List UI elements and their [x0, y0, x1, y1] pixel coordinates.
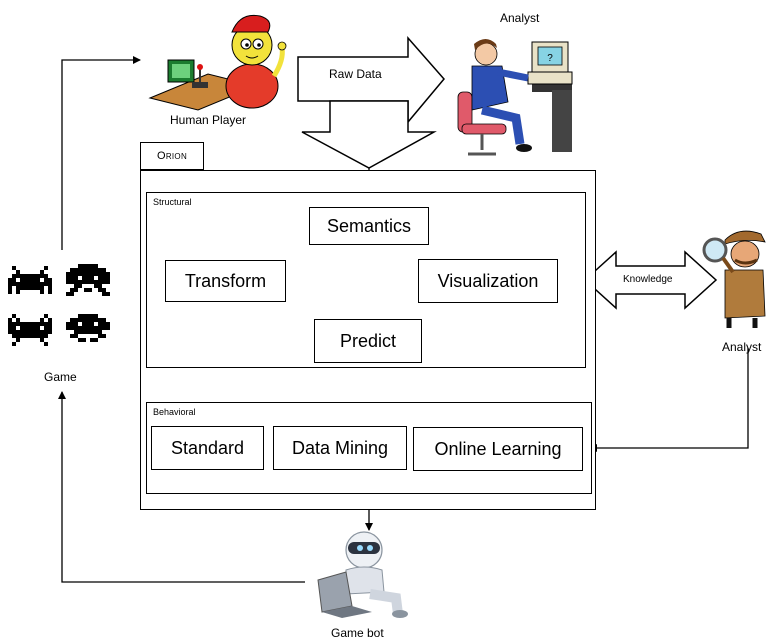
raw-data-label: Raw Data [329, 67, 382, 81]
standard-node: Standard [151, 426, 264, 470]
bot-to-game-line [58, 391, 305, 583]
game-bot-label: Game bot [331, 626, 384, 640]
data-mining-node: Data Mining [273, 426, 407, 470]
raw-data-down-arrow [301, 100, 437, 169]
space-invaders-icon [8, 264, 110, 346]
knowledge-arrow [583, 250, 718, 310]
online-learning-node: Online Learning [413, 427, 583, 471]
transform-node: Transform [165, 260, 286, 302]
predict-node: Predict [314, 319, 422, 363]
game-label: Game [44, 370, 77, 384]
human-player-label: Human Player [170, 113, 247, 127]
analyst-top-illustration: ? [457, 39, 573, 156]
game-to-player-line [61, 56, 141, 250]
analyst-right-illustration [702, 230, 766, 328]
analyst-to-online-learning-line [589, 348, 749, 452]
structural-title: Structural [153, 197, 192, 207]
orion-title: Orion [140, 142, 204, 170]
semantics-node: Semantics [309, 207, 429, 245]
human-player-illustration [148, 14, 287, 111]
game-bot-illustration [317, 531, 408, 618]
svg-text:?: ? [547, 53, 553, 64]
analyst-top-label: Analyst [500, 11, 540, 25]
analyst-right-label: Analyst [722, 340, 762, 354]
visualization-node: Visualization [418, 259, 558, 303]
knowledge-label: Knowledge [623, 274, 673, 285]
behavioral-title: Behavioral [153, 407, 196, 417]
